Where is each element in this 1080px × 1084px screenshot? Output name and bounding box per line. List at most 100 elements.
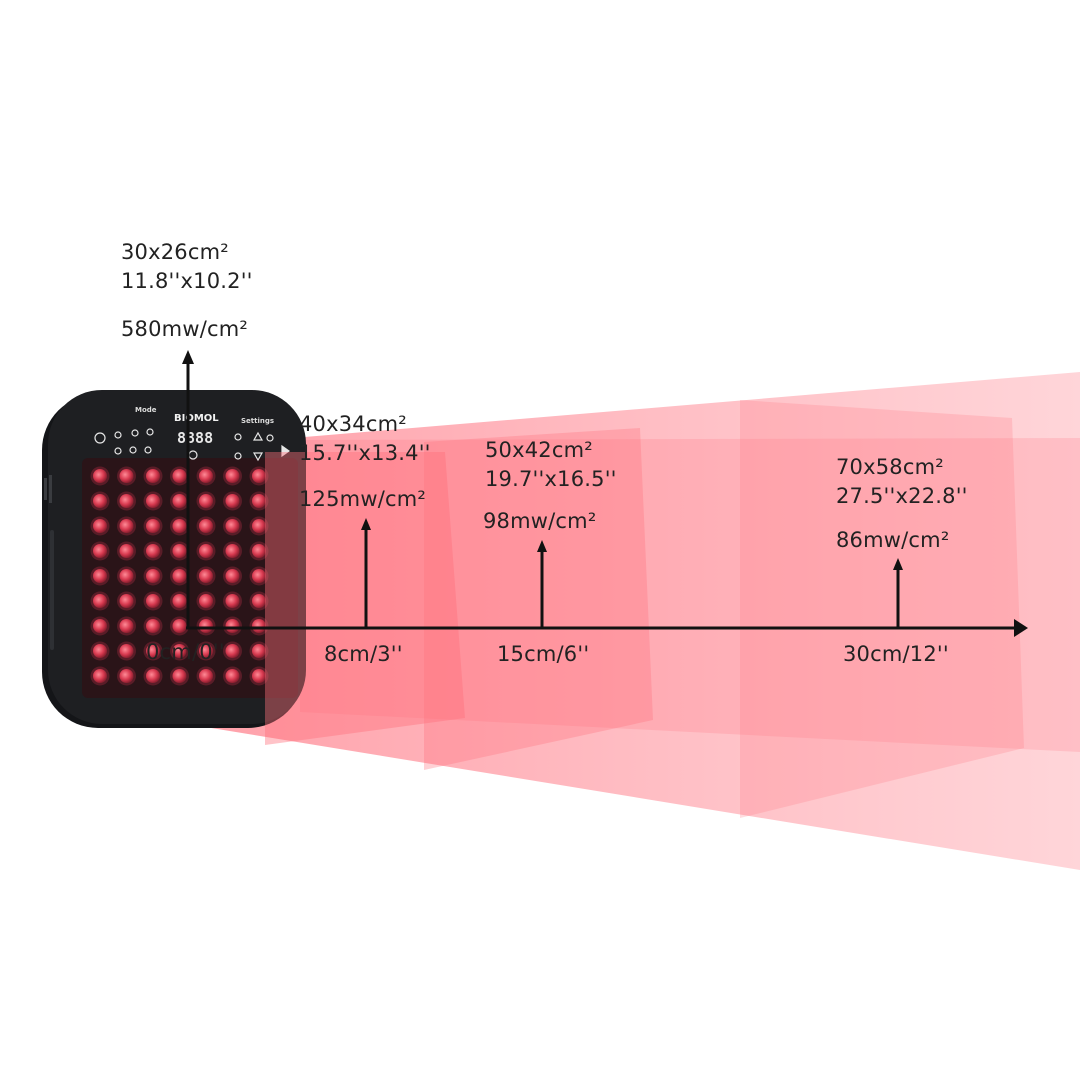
speaker-grille-icon [44, 475, 52, 503]
ray-icon [114, 447, 122, 455]
led [172, 569, 187, 583]
device-side-slot [50, 530, 54, 650]
led [225, 469, 240, 483]
led [93, 669, 107, 683]
led [252, 569, 266, 583]
led [172, 519, 187, 533]
bolt-icon [129, 446, 137, 454]
heart-icon [94, 432, 106, 444]
adjust-icon [234, 452, 242, 460]
moon-icon [144, 446, 152, 454]
led [119, 469, 134, 483]
timer-icon [266, 434, 274, 442]
led [93, 569, 107, 583]
led [252, 669, 266, 683]
led [146, 494, 160, 508]
digital-display: 8888 [177, 429, 213, 447]
led [199, 494, 213, 508]
led [199, 569, 213, 583]
station-panel-30cm [740, 400, 1024, 818]
led [199, 594, 213, 608]
led [119, 569, 134, 583]
distance-axis-arrow-icon [1014, 619, 1028, 637]
led [119, 594, 134, 608]
origin-area-in: 11.8''x10.2'' [121, 269, 253, 293]
led-panel [82, 458, 298, 698]
led [252, 469, 266, 483]
led [146, 544, 160, 558]
led [172, 619, 187, 633]
led [172, 469, 187, 483]
led [93, 644, 107, 658]
station-8cm-irradiance: 125mw/cm² [299, 487, 427, 511]
mode-icons [94, 428, 291, 462]
station-30cm-distance: 30cm/12'' [843, 642, 949, 666]
led [146, 644, 160, 658]
station-30cm-area-cm: 70x58cm² [836, 455, 944, 479]
tick-8cm-arrow-icon [361, 518, 371, 530]
led [119, 544, 134, 558]
led [252, 644, 266, 658]
led [119, 669, 134, 683]
led [146, 469, 160, 483]
led [146, 669, 160, 683]
play-pause-icon[interactable] [281, 444, 291, 458]
led [225, 494, 240, 508]
light-beam [150, 372, 1080, 870]
led [119, 494, 134, 508]
led [199, 519, 213, 533]
led-grid [90, 466, 269, 686]
station-30cm-irradiance: 86mw/cm² [836, 528, 950, 552]
origin-distance: 0cm/0'' [146, 640, 225, 664]
led [199, 619, 213, 633]
led [146, 594, 160, 608]
led [93, 544, 107, 558]
led [172, 644, 187, 658]
led [225, 594, 240, 608]
down-arrow-icon[interactable] [252, 452, 264, 462]
station-15cm-irradiance: 98mw/cm² [483, 509, 597, 533]
led [93, 519, 107, 533]
led [225, 519, 240, 533]
star-icon [146, 428, 154, 436]
led [225, 669, 240, 683]
led [93, 494, 107, 508]
mode-label: Mode [135, 406, 157, 414]
station-15cm-area-in: 19.7''x16.5'' [485, 467, 617, 491]
vertical-axis-arrow-icon [182, 350, 194, 364]
station-15cm-distance: 15cm/6'' [497, 642, 590, 666]
led [172, 494, 187, 508]
led [252, 594, 266, 608]
led [225, 544, 240, 558]
station-panel-15cm [424, 428, 653, 770]
tick-30cm-arrow-icon [893, 558, 903, 570]
origin-irradiance: 580mw/cm² [121, 317, 249, 341]
sun-icon [114, 431, 122, 439]
led [252, 544, 266, 558]
axes [182, 350, 1028, 637]
wave-icon [131, 429, 139, 437]
light-beam-inner [300, 438, 1080, 752]
led [93, 469, 107, 483]
led [252, 519, 266, 533]
led [146, 519, 160, 533]
settings-label: Settings [241, 417, 274, 425]
led [225, 644, 240, 658]
led [93, 619, 107, 633]
led [199, 669, 213, 683]
up-arrow-icon[interactable] [252, 431, 264, 441]
led [119, 644, 134, 658]
led [119, 619, 134, 633]
station-15cm-area-cm: 50x42cm² [485, 438, 593, 462]
led [199, 644, 213, 658]
brand-logo: BIOMOL [174, 413, 219, 424]
led [252, 494, 266, 508]
led [225, 569, 240, 583]
led [172, 594, 187, 608]
led [119, 519, 134, 533]
led [199, 544, 213, 558]
led [172, 669, 187, 683]
led [252, 619, 266, 633]
